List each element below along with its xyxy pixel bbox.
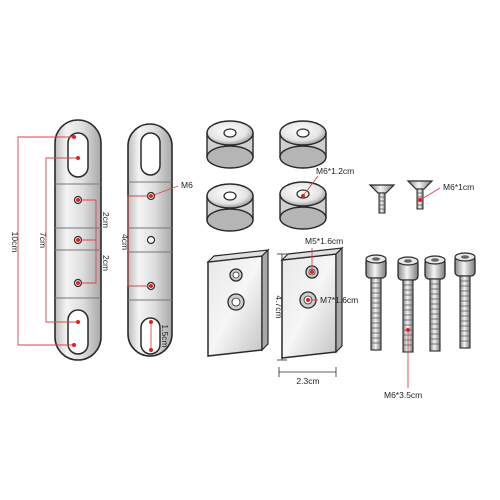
label-block-width: 2.3cm xyxy=(296,376,319,386)
label-block-height: 4.7cm xyxy=(274,295,284,318)
bracket-bottom-slot xyxy=(67,309,89,355)
long-bolt xyxy=(424,255,446,352)
long-bolt xyxy=(397,256,419,353)
long-bolt xyxy=(454,252,476,349)
spacer-thread-leader xyxy=(302,175,319,197)
spacer xyxy=(206,120,254,169)
mounting-block xyxy=(206,248,270,357)
label-spacing-c: 4cm xyxy=(120,234,130,250)
short-screw xyxy=(368,184,396,214)
spacer xyxy=(279,120,327,169)
block-dimensions xyxy=(277,253,337,377)
bracket-dimension-dots xyxy=(72,135,153,352)
label-spacing-b: 2cm xyxy=(101,255,111,271)
label-short-screw: M6*1cm xyxy=(443,182,474,192)
long-bolt xyxy=(365,254,387,351)
bracket-top-slot xyxy=(67,132,89,178)
label-spacer-thread: M6*1.2cm xyxy=(316,166,354,176)
short-bracket-plate xyxy=(127,123,173,357)
bracket2-bottom-slot xyxy=(140,317,161,355)
label-block-thread-small: M5*1.6cm xyxy=(305,236,343,246)
label-bracket-thread: M6 xyxy=(181,180,193,190)
label-hole-span: 7cm xyxy=(38,232,48,248)
label-slot-width: 1.5cm xyxy=(160,324,170,347)
label-long-bolt: M6*3.5cm xyxy=(384,390,422,400)
spacer xyxy=(279,181,327,230)
bracket2-top-slot xyxy=(140,132,161,176)
bracket-thread-leader xyxy=(150,185,179,197)
label-spacing-a: 2cm xyxy=(101,212,111,228)
spacer-group xyxy=(206,120,327,232)
short-screw-leader xyxy=(419,187,441,201)
bracket-hole xyxy=(146,235,156,245)
spacer xyxy=(206,183,254,232)
mounting-block xyxy=(280,246,344,359)
label-total-length: 10cm xyxy=(10,232,20,253)
bracket-dimensions xyxy=(17,136,152,350)
label-block-thread-large: M7*1.6cm xyxy=(320,295,358,305)
